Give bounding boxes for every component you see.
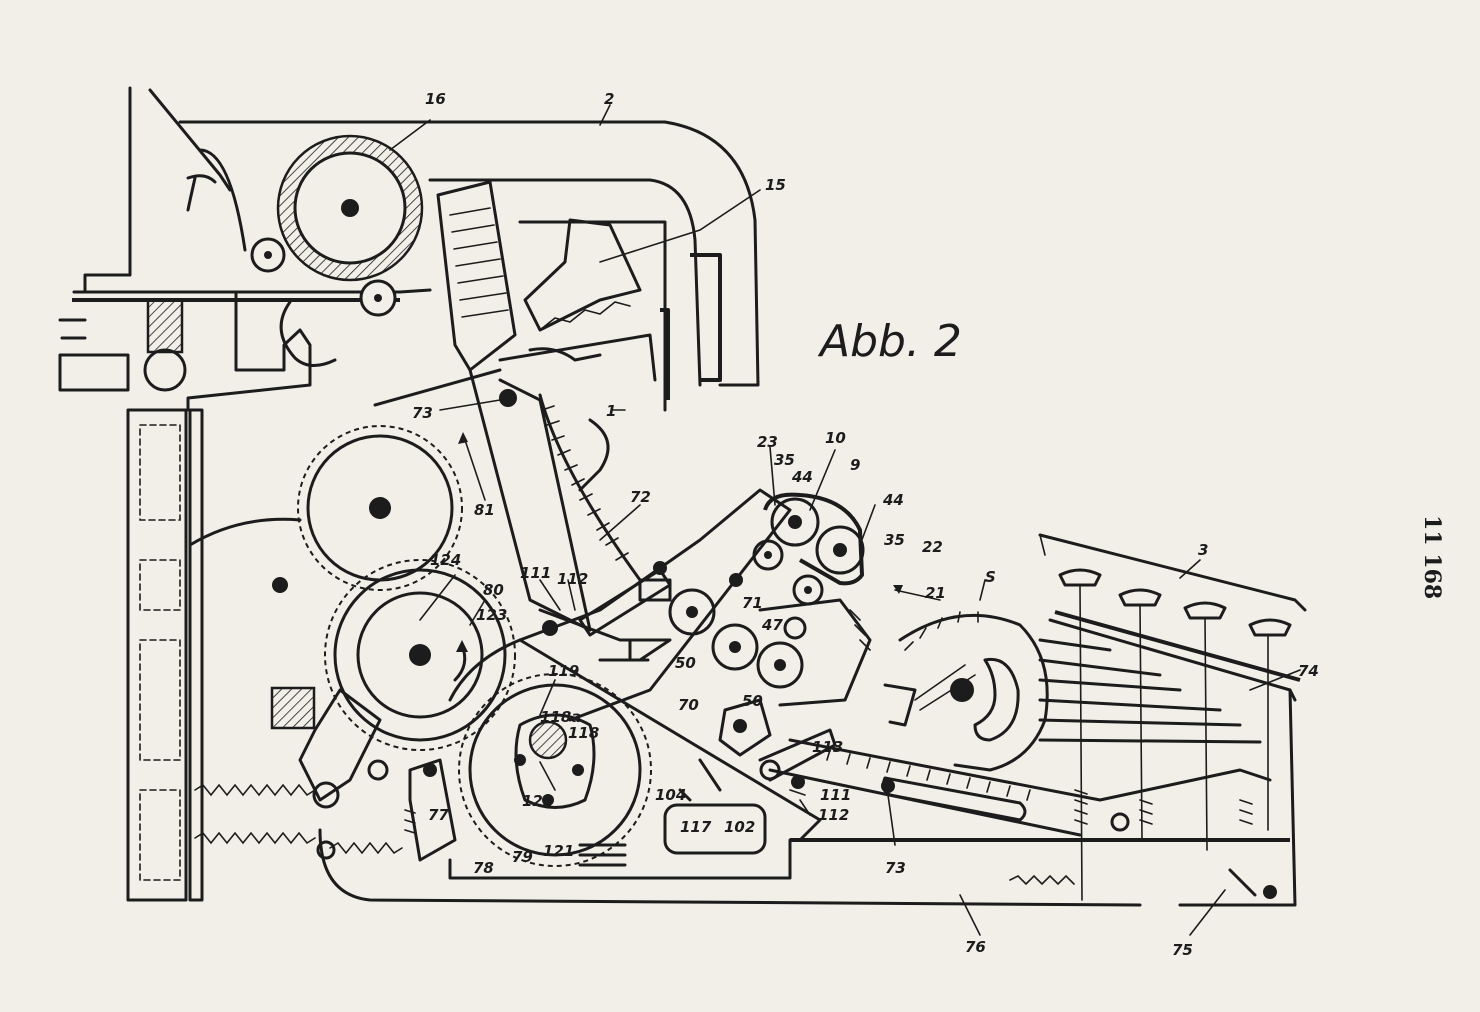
label-80: 80 [483,581,504,599]
label-121: 121 [543,842,574,860]
label-9: 9 [850,456,860,474]
label-77: 77 [428,806,449,824]
label-35-right: 35 [884,531,905,549]
label-47: 47 [761,616,783,634]
label-111-lower: 111 [820,786,851,804]
gear-124 [324,559,516,751]
label-73-lower: 73 [885,859,906,877]
label-15: 15 [765,176,786,194]
label-16: 16 [425,90,446,108]
gear-upper-left [188,425,463,593]
label-72: 72 [630,488,651,506]
ribbon-spools [729,492,865,606]
leader-lines [389,104,1301,936]
label-21: 21 [925,584,946,602]
label-22: 22 [922,538,943,556]
rack-73-lower [768,738,1102,837]
label-118: 118 [568,724,599,742]
label-50-lower: 50 [742,692,763,710]
page-number: 11 168 [1419,515,1445,599]
reference-labels: 16 2 15 73 1 81 72 124 80 123 111 112 11… [412,90,1319,959]
label-75: 75 [1172,941,1193,959]
left-linkage [194,686,457,862]
rack-72 [538,393,642,582]
label-2: 2 [604,90,614,108]
label-78: 78 [473,859,494,877]
label-118a: 118a [540,708,581,726]
label-124: 124 [430,551,461,569]
keyboard-3 [1038,533,1307,907]
label-3: 3 [1198,541,1208,559]
label-10: 10 [825,429,846,447]
lower-rods [578,568,837,802]
label-71: 71 [742,594,763,612]
small-gears [668,588,872,707]
label-111-upper: 111 [520,564,551,582]
gear-121 [458,673,652,867]
label-79: 79 [512,848,533,866]
label-113: 113 [812,738,843,756]
label-74: 74 [1298,662,1319,680]
label-50-left: 50 [675,654,696,672]
label-102: 102 [724,818,755,836]
base-frame-76 [318,803,1290,907]
label-122: 122 [522,792,553,810]
label-23: 23 [757,433,778,451]
label-117: 117 [680,818,712,836]
label-1: 1 [606,402,616,420]
label-s: S [985,568,996,586]
label-44-right: 44 [882,491,904,509]
label-104: 104 [655,786,686,804]
label-119: 119 [548,662,579,680]
label-112-upper: 112 [557,570,588,588]
label-76: 76 [965,938,986,956]
label-73-upper: 73 [412,404,433,422]
label-123: 123 [476,606,507,624]
platen-roller-16 [186,134,424,367]
label-44-upper: 44 [791,468,813,486]
left-column-frame [58,298,204,902]
sector-s [883,611,1049,772]
lever-plate [448,488,822,842]
label-70: 70 [678,696,699,714]
label-112-lower: 112 [818,806,849,824]
figure-title: Abb. 2 [817,316,962,367]
label-81: 81 [474,501,495,519]
label-35-upper: 35 [774,451,795,469]
